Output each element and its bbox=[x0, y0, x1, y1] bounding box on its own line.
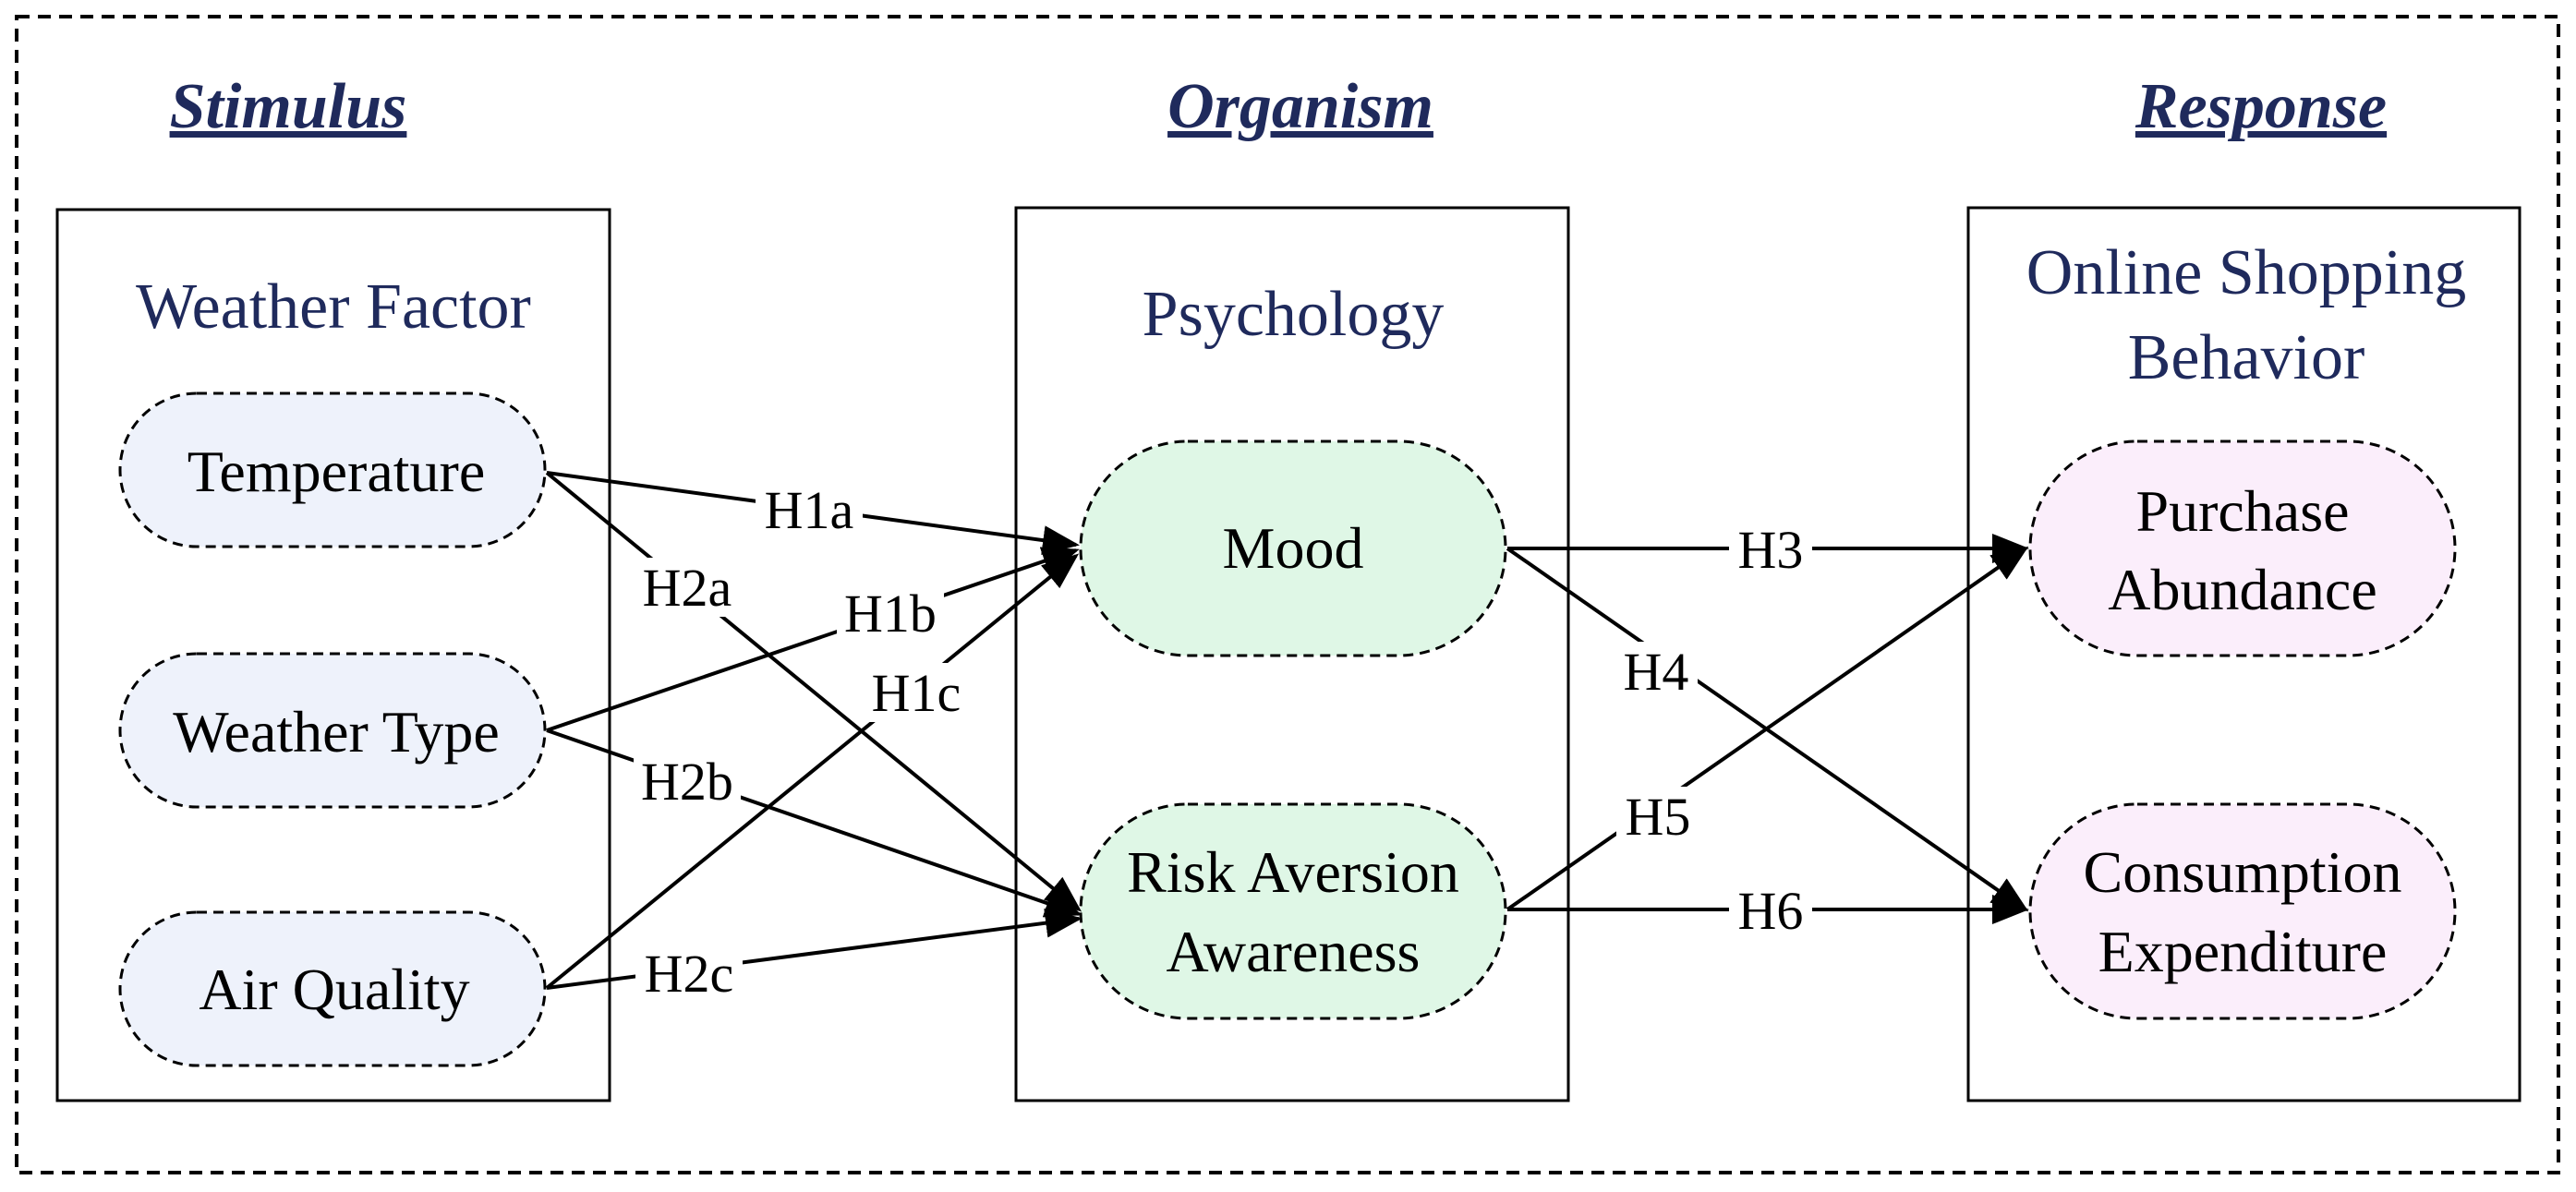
node-mood bbox=[1079, 439, 1507, 657]
arrow-h2b bbox=[546, 728, 1082, 918]
label-h2c: H2c bbox=[645, 944, 734, 1004]
box-title-behavior: Behavior bbox=[2128, 322, 2365, 393]
box-title-psychology: Psychology bbox=[1143, 279, 1445, 350]
label-h1c: H1c bbox=[872, 663, 961, 723]
node-temperature-label: Temperature bbox=[187, 439, 485, 504]
arrow-h1c bbox=[545, 553, 1080, 990]
label-h2a: H2a bbox=[643, 558, 732, 618]
label-h4: H4 bbox=[1624, 642, 1689, 702]
weather-factor-box bbox=[55, 208, 611, 1102]
node-air-quality bbox=[118, 910, 547, 1067]
box-title-weather-factor: Weather Factor bbox=[136, 271, 531, 343]
box-title-online-shopping: Online Shopping bbox=[2026, 237, 2466, 308]
label-h6: H6 bbox=[1738, 881, 1804, 941]
label-h5: H5 bbox=[1626, 787, 1691, 847]
label-h3: H3 bbox=[1738, 520, 1804, 580]
arrow-h2c bbox=[546, 908, 1082, 990]
node-weather-type bbox=[118, 652, 547, 809]
label-h2b: H2b bbox=[641, 752, 733, 812]
hypothesis-labels: H1a H2a H1b H1c H2b H2c H3 H4 H5 H6 bbox=[634, 480, 1812, 1004]
arrow-h1b bbox=[546, 547, 1080, 732]
node-consumption-label-line1: Consumption bbox=[2084, 839, 2402, 905]
node-consumption-expenditure bbox=[2028, 802, 2457, 1020]
node-purchase-label-line2: Abundance bbox=[2108, 557, 2376, 622]
label-h1b: H1b bbox=[844, 584, 937, 644]
online-shopping-box bbox=[1966, 206, 2522, 1102]
label-h1a: H1a bbox=[765, 480, 854, 540]
node-risk-label-line1: Risk Aversion bbox=[1127, 839, 1459, 905]
node-consumption-label-line2: Expenditure bbox=[2098, 919, 2388, 984]
arrow-h2a bbox=[545, 471, 1082, 912]
section-heading-response: Response bbox=[2135, 71, 2387, 142]
psychology-box bbox=[1014, 206, 1570, 1102]
node-weather-type-label: Weather Type bbox=[173, 699, 499, 765]
node-air-quality-label: Air Quality bbox=[199, 957, 469, 1022]
node-purchase-abundance bbox=[2028, 439, 2457, 657]
arrow-h5 bbox=[1506, 546, 2029, 911]
node-risk-aversion-awareness bbox=[1079, 802, 1507, 1020]
node-mood-label: Mood bbox=[1223, 515, 1364, 581]
node-purchase-label-line1: Purchase bbox=[2135, 478, 2349, 544]
node-risk-label-line2: Awareness bbox=[1167, 919, 1421, 984]
section-heading-organism: Organism bbox=[1167, 71, 1433, 142]
node-temperature bbox=[118, 391, 547, 548]
section-heading-stimulus: Stimulus bbox=[170, 71, 407, 142]
